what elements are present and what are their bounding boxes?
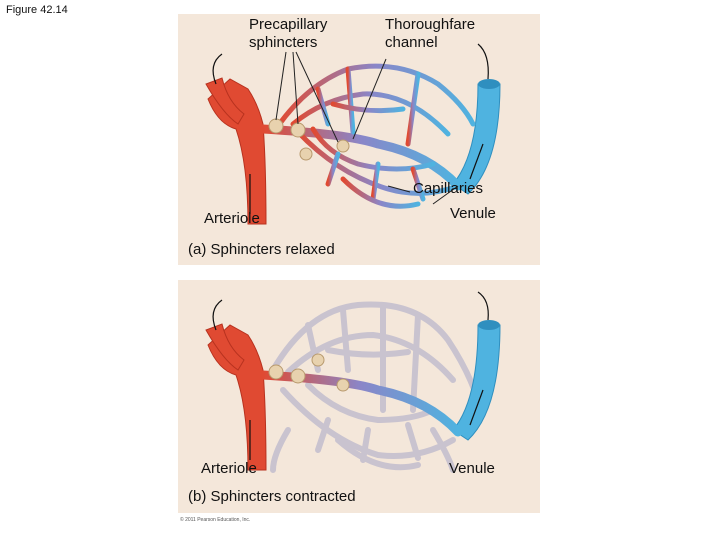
panel-sphincters-contracted: Arteriole Venule (b) Sphincters contract… bbox=[178, 280, 540, 513]
label-thoroughfare-line2: channel bbox=[385, 34, 438, 51]
sphincter bbox=[268, 364, 284, 380]
venule-opening bbox=[478, 320, 500, 330]
label-precapillary-line1: Precapillary bbox=[249, 16, 328, 33]
panel-b-illustration bbox=[205, 291, 501, 473]
label-venule: Venule bbox=[449, 460, 495, 477]
flow-arrows bbox=[212, 43, 489, 214]
label-arteriole: Arteriole bbox=[201, 460, 257, 477]
arteriole-vessel bbox=[207, 324, 267, 471]
label-leaders bbox=[275, 51, 459, 205]
sphincter bbox=[290, 368, 306, 384]
sphincter bbox=[311, 353, 325, 367]
panel-a-illustration bbox=[205, 43, 501, 225]
sphincter bbox=[268, 118, 284, 134]
arteriole-branch bbox=[205, 77, 245, 125]
caption-b: (b) Sphincters contracted bbox=[188, 488, 356, 505]
thoroughfare-channel bbox=[258, 124, 463, 191]
caption-a: (a) Sphincters relaxed bbox=[188, 241, 335, 258]
venule-vessel bbox=[452, 83, 501, 195]
venule-vessel bbox=[452, 324, 501, 441]
label-venule: Venule bbox=[450, 205, 496, 222]
capillary-network bbox=[275, 61, 476, 209]
precapillary-sphincters bbox=[268, 118, 350, 161]
sphincter bbox=[299, 147, 313, 161]
venule-opening bbox=[478, 79, 500, 89]
arteriole-vessel bbox=[207, 78, 267, 225]
figure-label: Figure 42.14 bbox=[6, 4, 68, 16]
label-precapillary-line2: sphincters bbox=[249, 34, 318, 51]
copyright-notice: © 2011 Pearson Education, Inc. bbox=[180, 517, 251, 523]
sphincter bbox=[290, 122, 306, 138]
thoroughfare-channel bbox=[258, 370, 463, 437]
sphincter bbox=[336, 378, 350, 392]
label-capillaries: Capillaries bbox=[413, 180, 484, 197]
label-thoroughfare-line1: Thoroughfare bbox=[385, 16, 476, 33]
panel-sphincters-relaxed: Precapillary sphincters Thoroughfare cha… bbox=[178, 14, 540, 265]
flow-arrows bbox=[212, 291, 489, 460]
precapillary-sphincters bbox=[268, 353, 350, 392]
sphincter bbox=[336, 139, 350, 153]
label-arteriole: Arteriole bbox=[204, 210, 260, 227]
arteriole-branch bbox=[205, 323, 245, 371]
